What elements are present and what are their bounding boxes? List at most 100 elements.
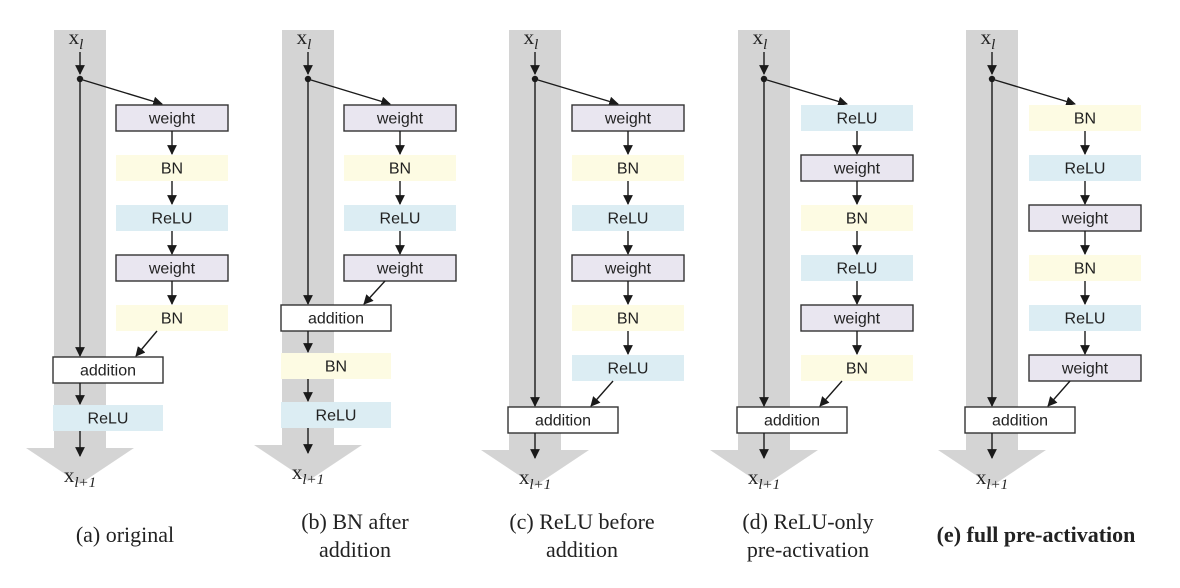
- bn-box: [116, 305, 228, 331]
- relu-box: [281, 402, 391, 428]
- relu-label: ReLU: [608, 361, 649, 378]
- bn-label: BN: [161, 311, 183, 328]
- weight-box: [800, 154, 914, 182]
- addition-label: addition: [308, 311, 364, 328]
- relu-box: [572, 205, 684, 231]
- bn-label: BN: [161, 161, 183, 178]
- weight-box: [115, 254, 229, 282]
- relu-box: [1029, 155, 1141, 181]
- bn-label: BN: [617, 161, 639, 178]
- bn-box: [1029, 255, 1141, 281]
- caption-e: (e) full pre-activation: [916, 521, 1156, 549]
- weight-box: [343, 104, 457, 132]
- output-label: xl+1: [64, 463, 96, 491]
- caption-line: (e) full pre-activation: [936, 522, 1136, 547]
- input-label: xl: [524, 25, 539, 53]
- caption-d: (d) ReLU-only pre-activation: [688, 508, 928, 564]
- input-label: xl: [753, 25, 768, 53]
- addition-label: addition: [80, 363, 136, 380]
- relu-box: [801, 105, 913, 131]
- split-point: [988, 75, 996, 83]
- output-label: xl+1: [748, 465, 780, 493]
- weight-label: weight: [833, 161, 881, 178]
- bn-label: BN: [1074, 111, 1096, 128]
- caption-line: addition: [318, 537, 392, 562]
- relu-label: ReLU: [152, 211, 193, 228]
- relu-label: ReLU: [837, 261, 878, 278]
- addition-label: addition: [764, 413, 820, 430]
- caption-line: (d) ReLU-only: [742, 509, 874, 534]
- bn-box: [801, 205, 913, 231]
- branch-in-arrow: [537, 79, 619, 107]
- relu-label: ReLU: [316, 408, 357, 425]
- weight-label: weight: [604, 111, 652, 128]
- bn-label: BN: [846, 211, 868, 228]
- split-point: [76, 75, 84, 83]
- bn-box: [116, 155, 228, 181]
- weight-label: weight: [1061, 211, 1109, 228]
- weight-label: weight: [604, 261, 652, 278]
- relu-box: [53, 405, 163, 431]
- branch-in-arrow: [310, 79, 391, 107]
- output-label: xl+1: [292, 460, 324, 488]
- caption-line: addition: [545, 537, 619, 562]
- relu-label: ReLU: [1065, 161, 1106, 178]
- branch-out-arrow: [819, 380, 843, 407]
- caption-line: (c) ReLU before: [509, 509, 655, 534]
- relu-box: [801, 255, 913, 281]
- addition-box: [52, 356, 164, 384]
- branch-in-arrow: [82, 79, 163, 107]
- input-label: xl: [981, 25, 996, 53]
- addition-box: [507, 406, 619, 434]
- bn-label: BN: [846, 361, 868, 378]
- caption-line: (b) BN after: [301, 509, 409, 534]
- split-point: [760, 75, 768, 83]
- output-label: xl+1: [976, 465, 1008, 493]
- caption-line: pre-activation: [746, 537, 870, 562]
- branch-out-arrow: [135, 330, 158, 357]
- addition-label: addition: [535, 413, 591, 430]
- relu-box: [116, 205, 228, 231]
- bn-box: [1029, 105, 1141, 131]
- relu-label: ReLU: [837, 111, 878, 128]
- relu-box: [572, 355, 684, 381]
- caption-b: (b) BN after addition: [235, 508, 475, 564]
- weight-label: weight: [833, 311, 881, 328]
- addition-box: [280, 304, 392, 332]
- split-point: [304, 75, 312, 83]
- weight-label: weight: [148, 261, 196, 278]
- bn-label: BN: [389, 161, 411, 178]
- addition-label: addition: [992, 413, 1048, 430]
- weight-box: [1028, 204, 1142, 232]
- weight-label: weight: [376, 261, 424, 278]
- weight-box: [343, 254, 457, 282]
- weight-box: [571, 104, 685, 132]
- relu-box: [1029, 305, 1141, 331]
- addition-box: [964, 406, 1076, 434]
- branch-in-arrow: [766, 79, 848, 107]
- shaft-arrowhead: [26, 448, 134, 484]
- shaft-arrowhead: [938, 450, 1046, 486]
- relu-label: ReLU: [1065, 311, 1106, 328]
- branch-out-arrow: [590, 380, 614, 407]
- branch-out-arrow: [1047, 380, 1071, 407]
- weight-label: weight: [376, 111, 424, 128]
- addition-box: [736, 406, 848, 434]
- output-label: xl+1: [519, 465, 551, 493]
- caption-line: (a) original: [75, 522, 175, 547]
- bn-box: [572, 155, 684, 181]
- bn-label: BN: [325, 359, 347, 376]
- input-label: xl: [69, 25, 84, 53]
- weight-label: weight: [1061, 361, 1109, 378]
- relu-box: [344, 205, 456, 231]
- caption-c: (c) ReLU before addition: [462, 508, 702, 564]
- relu-label: ReLU: [88, 411, 129, 428]
- split-point: [531, 75, 539, 83]
- weight-box: [571, 254, 685, 282]
- bn-box: [281, 353, 391, 379]
